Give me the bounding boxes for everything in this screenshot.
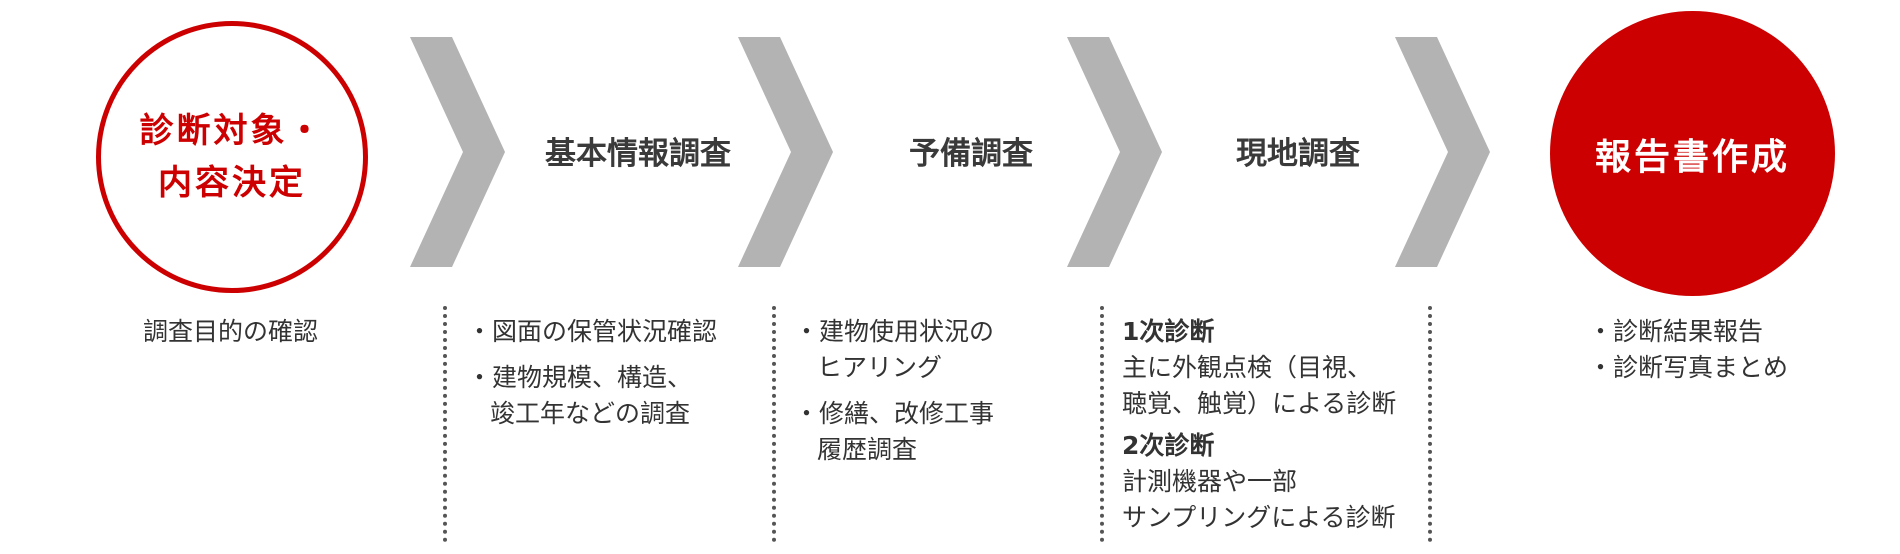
step-basic-info-title: 基本情報調査 <box>545 136 731 172</box>
step-basic-info-details: ・図面の保管状況確認 ・建物規模、構造、 竣工年などの調査 <box>467 314 717 432</box>
list-item: ・建物使用状況の ヒアリング <box>794 314 994 386</box>
diagnosis-text: 計測機器や一部 <box>1122 467 1298 496</box>
diagnosis-heading: 1次診断 <box>1122 317 1215 346</box>
list-item: ・建物規模、構造、 竣工年などの調査 <box>467 360 717 432</box>
diagnosis-block-1: 1次診断 主に外観点検（目視、 聴覚、触覚）による診断 <box>1122 314 1396 422</box>
diagnosis-block-2: 2次診断 計測機器や一部 サンプリングによる診断 <box>1122 428 1396 536</box>
chevron-right-icon <box>738 37 833 267</box>
step-report-title: 報告書作成 <box>1594 136 1790 178</box>
list-item-text-cont: 履歴調査 <box>817 435 918 464</box>
chevron-right-icon <box>410 37 505 267</box>
list-item-text: ・診断結果報告 <box>1588 317 1764 346</box>
dotted-separator <box>1100 306 1104 542</box>
list-item-text: ・診断写真まとめ <box>1588 353 1789 382</box>
list-item-text: ・図面の保管状況確認 <box>467 317 718 346</box>
step-diagnosis-target-title-line1: 診断対象・ <box>139 111 325 151</box>
chevron-right-icon <box>1395 37 1490 267</box>
dotted-separator <box>1428 306 1432 542</box>
list-item: ・修繕、改修工事 履歴調査 <box>794 396 994 468</box>
step-diagnosis-target-title-line2: 内容決定 <box>158 163 306 203</box>
step-diagnosis-target-circle: 診断対象・ 内容決定 <box>96 21 368 293</box>
list-item-text-cont: ヒアリング <box>817 353 943 382</box>
step-onsite-title: 現地調査 <box>1236 136 1360 172</box>
chevron-right-icon <box>1067 37 1162 267</box>
list-item-text-cont: 竣工年などの調査 <box>490 399 691 428</box>
diagnosis-text: 聴覚、触覚）による診断 <box>1122 389 1397 418</box>
diagnosis-heading: 2次診断 <box>1122 431 1215 460</box>
step-report-circle: 報告書作成 <box>1550 11 1835 296</box>
step-report-details: ・診断結果報告 ・診断写真まとめ <box>1588 314 1788 386</box>
list-item-text: ・建物使用状況の <box>794 317 995 346</box>
dotted-separator <box>443 306 447 542</box>
list-item: ・診断結果報告 <box>1588 314 1788 350</box>
diagnosis-text: 主に外観点検（目視、 <box>1122 353 1373 382</box>
list-item-text: ・建物規模、構造、 <box>467 363 693 392</box>
step-onsite-details: 1次診断 主に外観点検（目視、 聴覚、触覚）による診断 2次診断 計測機器や一部… <box>1122 314 1396 542</box>
step-diagnosis-target-detail: 調査目的の確認 <box>143 317 319 346</box>
step-preliminary-details: ・建物使用状況の ヒアリング ・修繕、改修工事 履歴調査 <box>794 314 994 468</box>
diagnosis-text: サンプリングによる診断 <box>1122 503 1396 532</box>
step-preliminary-title: 予備調査 <box>909 136 1033 172</box>
list-item: ・診断写真まとめ <box>1588 350 1788 386</box>
list-item-text: ・修繕、改修工事 <box>794 399 995 428</box>
list-item: ・図面の保管状況確認 <box>467 314 717 350</box>
dotted-separator <box>772 306 776 542</box>
